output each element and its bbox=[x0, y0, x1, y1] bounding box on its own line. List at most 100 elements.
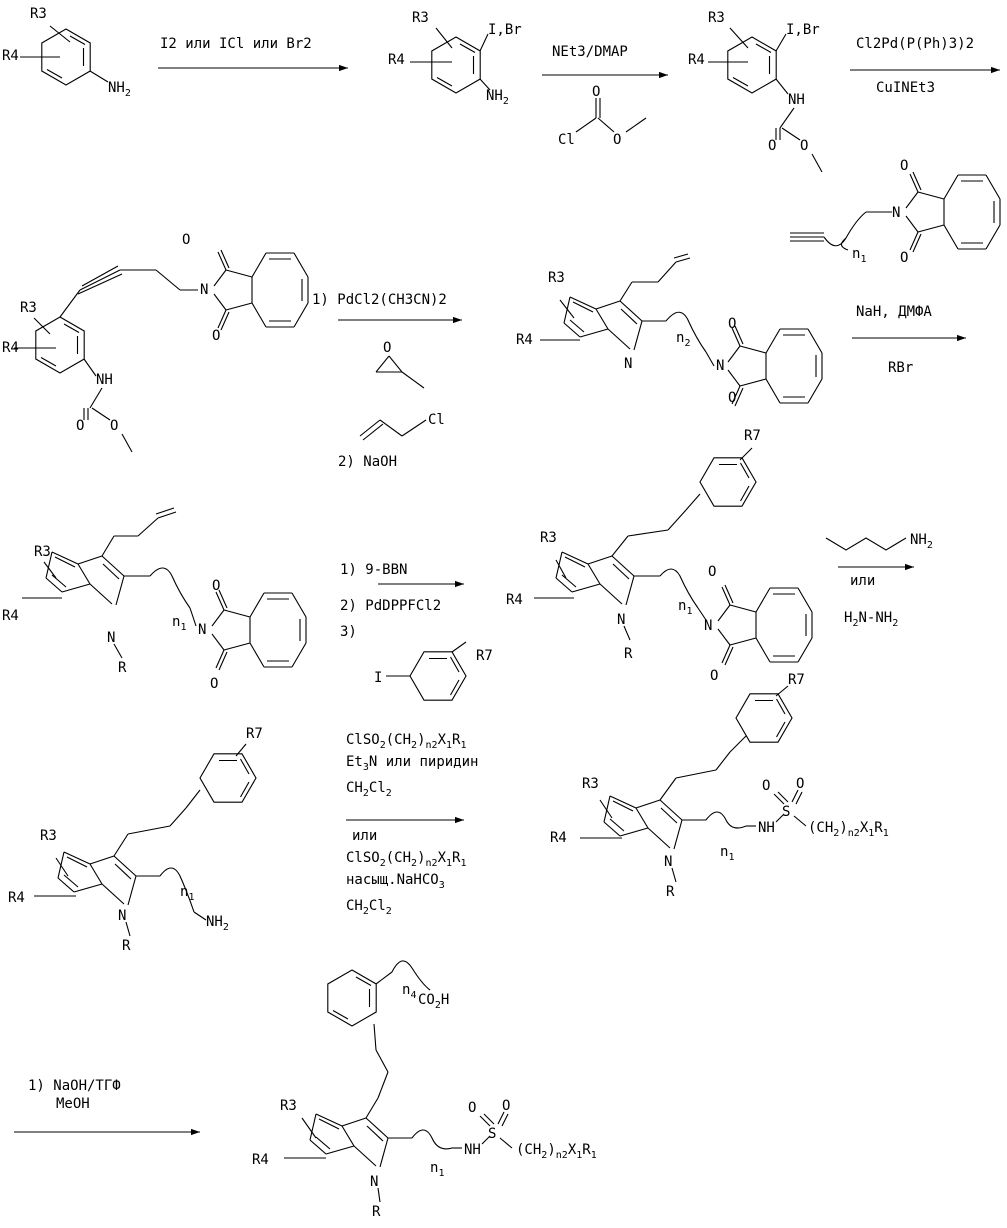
o-label: O bbox=[728, 316, 736, 332]
step-sonogashira: Cl2Pd(P(Ph)3)2 CuINEt3 bbox=[850, 36, 1000, 96]
n-label: N bbox=[664, 854, 672, 870]
r4-label: R4 bbox=[550, 830, 567, 846]
o-label: O bbox=[800, 138, 808, 154]
o-label: O bbox=[182, 232, 190, 248]
cl-label: Cl bbox=[558, 132, 575, 148]
n-label: N bbox=[198, 622, 206, 638]
o-label: O bbox=[76, 418, 84, 434]
r-label: R bbox=[372, 1204, 381, 1220]
step-sulfonylation: ClSO2(CH2)n2X1R1 Et3N или пиридин CH2Cl2… bbox=[346, 732, 478, 917]
hydrolysis-reagent: 1) NaOH/ТГФ bbox=[28, 1078, 121, 1094]
or-label: или bbox=[850, 573, 875, 589]
r3-label: R3 bbox=[708, 10, 725, 26]
n1-label: n1 bbox=[180, 884, 194, 903]
step-3-label: 3) bbox=[340, 624, 357, 640]
o-label: O bbox=[502, 1098, 510, 1114]
n1-label: n1 bbox=[678, 598, 692, 617]
step-deprotection: NH2 или H2N-NH2 bbox=[825, 532, 933, 629]
o-label: O bbox=[762, 778, 770, 794]
n-label: N bbox=[892, 205, 900, 221]
base-reagent: 2) NaOH bbox=[338, 454, 397, 470]
compound-primary-amine: N R R7 n1 NH2 R3 R4 bbox=[8, 726, 263, 954]
o-label: O bbox=[212, 328, 220, 344]
compound-carbamate: I,Br NH O O R3 R4 bbox=[688, 10, 823, 173]
co2h-label: CO2H bbox=[418, 992, 449, 1011]
solvent-label: CH2Cl2 bbox=[346, 898, 392, 917]
r3-label: R3 bbox=[412, 10, 429, 26]
o-label: O bbox=[210, 676, 218, 692]
nh2-label: NH2 bbox=[108, 80, 131, 99]
i-br-label: I,Br bbox=[488, 22, 522, 38]
n1-label: n1 bbox=[172, 614, 186, 633]
n-label: N bbox=[716, 358, 724, 374]
propylene-oxide: O bbox=[375, 340, 425, 389]
step-hydroboration-suzuki: 1) 9-BBN 2) PdDPPFCl2 3) I R7 bbox=[340, 562, 493, 701]
sulfonyl-chloride-label: ClSO2(CH2)n2X1R1 bbox=[346, 850, 467, 869]
n-label: N bbox=[370, 1174, 378, 1190]
r4-label: R4 bbox=[388, 52, 405, 68]
r-label: R bbox=[118, 660, 127, 676]
r3-label: R3 bbox=[548, 270, 565, 286]
methyl-chloroformate: O Cl O bbox=[558, 84, 647, 148]
r4-label: R4 bbox=[506, 592, 523, 608]
compound-sulfonamide: N R R7 n1 NH S O O (CH2)n2X1R1 R3 R4 bbox=[550, 672, 889, 900]
base-reagent: NEt3/DMAP bbox=[552, 44, 628, 60]
iodoarene: I R7 bbox=[374, 641, 493, 701]
r3-label: R3 bbox=[280, 1098, 297, 1114]
i-br-label: I,Br bbox=[786, 22, 820, 38]
r4-label: R4 bbox=[8, 890, 25, 906]
borane-reagent: 1) 9-BBN bbox=[340, 562, 407, 578]
alkylating-reagent: RBr bbox=[888, 360, 913, 376]
n2-label: n2 bbox=[676, 330, 690, 349]
n-label: N bbox=[107, 630, 115, 646]
chain-label: (CH2)n2X1R1 bbox=[516, 1142, 597, 1161]
o-label: O bbox=[768, 138, 776, 154]
o-label: O bbox=[110, 418, 118, 434]
cl-label: Cl bbox=[428, 412, 445, 428]
step-n-alkylation: NaH, ДМФА RBr bbox=[852, 304, 966, 376]
nh-label: NH bbox=[788, 92, 805, 108]
nh-label: NH bbox=[758, 820, 775, 836]
n-label: N bbox=[624, 356, 632, 372]
o-label: O bbox=[708, 564, 716, 580]
r4-label: R4 bbox=[2, 608, 19, 624]
r3-label: R3 bbox=[30, 6, 47, 22]
step-carbamoylation: NEt3/DMAP O Cl O bbox=[542, 44, 668, 148]
compound-final-acid: N R n4 CO2H n1 NH S O O (CH2)n2X1R1 R3 R… bbox=[252, 960, 597, 1220]
r4-label: R4 bbox=[252, 1152, 269, 1168]
s-label: S bbox=[488, 1126, 496, 1142]
o-label: O bbox=[900, 250, 908, 266]
cosolvent: MeOH bbox=[56, 1096, 90, 1112]
r4-label: R4 bbox=[2, 48, 19, 64]
o-label: O bbox=[710, 668, 718, 684]
n4-label: n4 bbox=[402, 982, 416, 1001]
i-label: I bbox=[374, 670, 382, 686]
r3-label: R3 bbox=[34, 544, 51, 560]
nh2-label: NH2 bbox=[910, 532, 933, 551]
o-label: O bbox=[383, 340, 391, 356]
cu-cocatalyst: CuINEt3 bbox=[876, 80, 935, 96]
n-label: N bbox=[200, 282, 208, 298]
chain-label: (CH2)n2X1R1 bbox=[808, 820, 889, 839]
sulfonyl-chloride-label: ClSO2(CH2)n2X1R1 bbox=[346, 732, 467, 751]
r7-label: R7 bbox=[476, 648, 493, 664]
reagent-alkyne-phthalimide: n1 N O O bbox=[790, 158, 1001, 266]
r3-label: R3 bbox=[540, 530, 557, 546]
r3-label: R3 bbox=[40, 828, 57, 844]
r7-label: R7 bbox=[788, 672, 805, 688]
r4-label: R4 bbox=[2, 340, 19, 356]
s-label: S bbox=[782, 804, 790, 820]
base-label: Et3N или пиридин bbox=[346, 754, 478, 773]
r4-label: R4 bbox=[516, 332, 533, 348]
r-label: R bbox=[624, 646, 633, 662]
r4-label: R4 bbox=[688, 52, 705, 68]
allyl-chloride: Cl bbox=[359, 412, 445, 441]
n1-label: n1 bbox=[852, 246, 866, 265]
o-label: O bbox=[796, 776, 804, 792]
or-label: или bbox=[352, 828, 377, 844]
pd-catalyst: 2) PdDPPFCl2 bbox=[340, 598, 441, 614]
compound-haloaniline: I,Br NH2 R3 R4 bbox=[388, 10, 522, 107]
nh2-label: NH2 bbox=[486, 88, 509, 107]
nh-label: NH bbox=[96, 372, 113, 388]
r7-label: R7 bbox=[744, 428, 761, 444]
